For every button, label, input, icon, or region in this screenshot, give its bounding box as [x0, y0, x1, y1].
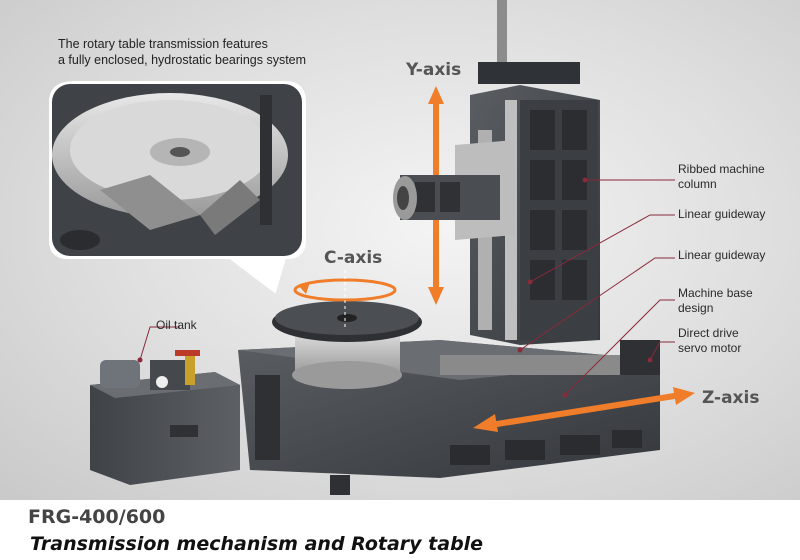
inset-caption-line-2: a fully enclosed, hydrostatic bearings s… — [58, 53, 307, 67]
z-axis-label: Z-axis — [702, 388, 760, 408]
callout-linear-guideway-lower: Linear guideway — [678, 248, 766, 262]
callout-ribbed-line-2: column — [678, 177, 717, 191]
spindle-head — [393, 140, 515, 240]
inset-bubble — [49, 81, 306, 294]
machine-artwork — [49, 0, 695, 495]
inset-caption: The rotary table transmission features a… — [58, 36, 306, 68]
oil-tank — [90, 350, 240, 485]
page-title: Transmission mechanism and Rotary table — [30, 533, 484, 555]
callout-servo-motor: Direct drive servo motor — [678, 326, 741, 356]
callout-motor-line-1: Direct drive — [678, 326, 739, 340]
callout-base-line-1: Machine base — [678, 286, 753, 300]
c-axis-label: C-axis — [324, 248, 383, 268]
y-axis-label: Y-axis — [406, 60, 462, 80]
callout-linear-guideway-upper: Linear guideway — [678, 207, 766, 221]
rotary-table — [272, 301, 422, 389]
ballscrew — [497, 0, 507, 70]
callout-motor-line-2: servo motor — [678, 341, 742, 355]
callout-oil-tank: Oil tank — [156, 318, 197, 332]
footer: FRG-400/600 Transmission mechanism and R… — [0, 500, 800, 560]
callout-machine-base: Machine base design — [678, 286, 753, 316]
callout-lines — [139, 179, 675, 396]
callout-ribbed-line-1: Ribbed machine — [678, 162, 765, 176]
inset-caption-line-1: The rotary table transmission features — [58, 37, 268, 51]
product-illustration: The rotary table transmission features a… — [0, 0, 800, 500]
model-name: FRG-400/600 — [28, 506, 166, 528]
callout-base-line-2: design — [678, 301, 714, 315]
callout-ribbed-column: Ribbed machine column — [678, 162, 765, 192]
z-axis-arrow — [473, 387, 695, 432]
